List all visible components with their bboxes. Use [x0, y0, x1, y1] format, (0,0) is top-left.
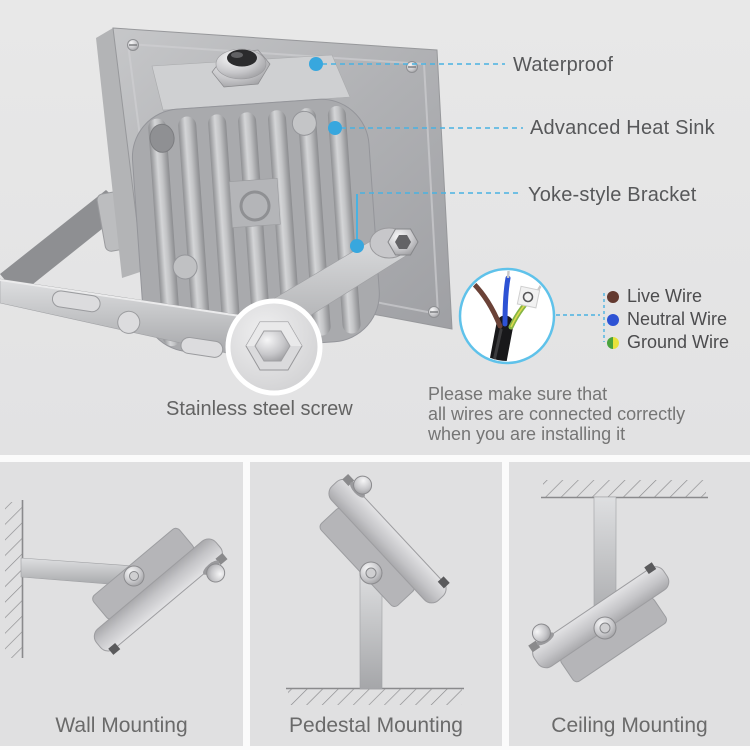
wall-mounting-art	[5, 500, 228, 658]
ceiling-mounting-caption: Ceiling Mounting	[551, 714, 708, 737]
mount-hole	[149, 123, 175, 153]
wall-hatch-icon	[5, 502, 22, 658]
ground-wire-label: Ground Wire	[627, 332, 730, 352]
wiring-note-line1: Please make sure that	[428, 384, 608, 404]
pedestal-mounting-caption: Pedestal Mounting	[289, 714, 463, 737]
callout-dots	[309, 57, 364, 253]
floodlight-photo	[0, 27, 556, 396]
cable-gland-icon	[211, 48, 271, 88]
wiring-note: Please make sure that all wires are conn…	[428, 384, 685, 444]
wiring-note-line2: all wires are connected correctly	[428, 404, 686, 424]
wire-magnifier	[458, 267, 556, 365]
ground-wire-dot-icon	[607, 336, 619, 349]
wall-mounting-caption: Wall Mounting	[55, 714, 188, 737]
legend-row-ground: Ground Wire	[607, 332, 730, 352]
screw-label: Stainless steel screw	[166, 398, 353, 420]
pedestal-mounting-art	[286, 473, 464, 705]
ceiling-mounting-art	[528, 480, 708, 683]
yoke-far-leg	[0, 190, 127, 296]
live-wire-label: Live Wire	[627, 286, 703, 306]
yoke-slots	[51, 290, 224, 358]
live-wire	[470, 280, 503, 329]
wall-floodlight-icon	[92, 527, 228, 655]
callout-leaders	[322, 63, 605, 342]
housing-side	[96, 28, 143, 278]
yoke-near-bar	[0, 278, 241, 358]
heat-sink-dot-icon	[328, 121, 342, 135]
live-wire-dot-icon	[607, 290, 619, 303]
heat-sink-label: Advanced Heat Sink	[530, 117, 715, 139]
neutral-wire	[502, 275, 511, 327]
waterproof-dot-icon	[309, 57, 323, 71]
wire-legend: Live Wire Neutral Wire Ground Wire	[607, 286, 730, 352]
waterproof-label: Waterproof	[513, 54, 614, 76]
neutral-wire-dot-icon	[607, 313, 619, 326]
wiring-note-line3: when you are installing it	[428, 424, 626, 444]
bracket-label: Yoke-style Bracket	[528, 184, 697, 206]
cable	[487, 315, 514, 361]
pedestal-floodlight-icon	[319, 473, 450, 608]
legend-row-live: Live Wire	[607, 286, 729, 306]
mount-stud	[291, 110, 317, 136]
screw-magnifier	[225, 298, 323, 396]
pivot-bolt-icon	[369, 227, 419, 259]
legend-row-neutral: Neutral Wire	[607, 309, 729, 329]
ceiling-hatch-icon	[543, 480, 706, 497]
bracket-dot-icon	[350, 239, 364, 253]
wire-tag	[516, 285, 541, 309]
ground-hatch-icon	[288, 689, 462, 705]
neutral-wire-label: Neutral Wire	[627, 309, 728, 329]
